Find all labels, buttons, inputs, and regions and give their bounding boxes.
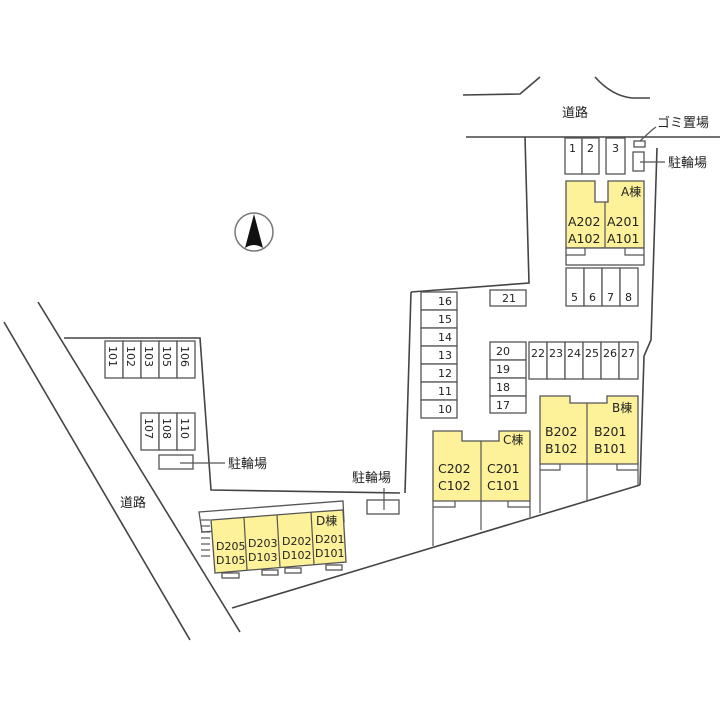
garbage-area: ゴミ置場 — [633, 115, 709, 148]
svg-text:101: 101 — [106, 346, 119, 367]
svg-text:B101: B101 — [594, 441, 626, 456]
svg-text:D101: D101 — [315, 547, 344, 560]
parking-column-left: 16 15 14 13 12 11 10 — [420, 291, 458, 419]
svg-text:D205: D205 — [216, 540, 245, 553]
svg-text:19: 19 — [496, 363, 510, 376]
building-a-tag: A棟 — [621, 184, 641, 199]
svg-text:2: 2 — [587, 142, 594, 155]
svg-text:A101: A101 — [607, 231, 639, 246]
svg-text:C101: C101 — [487, 478, 520, 493]
svg-text:D103: D103 — [248, 551, 277, 564]
svg-text:D201: D201 — [315, 533, 344, 546]
svg-text:C102: C102 — [438, 478, 471, 493]
svg-text:D105: D105 — [216, 554, 245, 567]
parking-a-south: 5 6 7 8 — [565, 267, 639, 307]
parking-row-right: 22 23 24 25 26 27 — [528, 341, 639, 380]
bicycle-label-center: 駐輪場 — [352, 470, 391, 486]
svg-text:D202: D202 — [282, 535, 311, 548]
building-d-tag: D棟 — [316, 513, 337, 528]
bicycle-parking-west: 駐輪場 — [158, 454, 267, 472]
road-label-north: 道路 — [562, 105, 588, 121]
road-label-southwest: 道路 — [120, 495, 146, 511]
north-arrow-icon — [234, 212, 274, 252]
svg-text:22: 22 — [531, 347, 545, 360]
bicycle-parking-center: 駐輪場 — [352, 470, 400, 515]
garbage-label: ゴミ置場 — [657, 115, 709, 131]
parking-west-row: 101 102 103 105 106 — [104, 340, 196, 379]
building-b-tag: B棟 — [612, 400, 632, 415]
svg-text:6: 6 — [589, 291, 596, 304]
bicycle-label-west: 駐輪場 — [228, 456, 267, 472]
svg-text:15: 15 — [438, 313, 452, 326]
svg-text:110: 110 — [178, 418, 191, 439]
svg-text:105: 105 — [160, 346, 173, 367]
svg-text:B102: B102 — [545, 441, 577, 456]
bicycle-parking-ne: 駐輪場 — [632, 151, 707, 172]
svg-text:B201: B201 — [594, 424, 626, 439]
svg-text:A102: A102 — [568, 231, 600, 246]
svg-text:3: 3 — [612, 142, 619, 155]
svg-text:B202: B202 — [545, 424, 577, 439]
svg-text:25: 25 — [585, 347, 599, 360]
svg-text:D102: D102 — [282, 549, 311, 562]
svg-text:12: 12 — [438, 367, 452, 380]
svg-text:5: 5 — [571, 291, 578, 304]
svg-text:108: 108 — [160, 418, 173, 439]
svg-text:16: 16 — [438, 295, 452, 308]
svg-text:23: 23 — [549, 347, 563, 360]
building-a: A棟 A202 A102 A201 A101 — [565, 180, 645, 266]
svg-text:102: 102 — [124, 346, 137, 367]
svg-text:107: 107 — [142, 418, 155, 439]
svg-text:1: 1 — [569, 142, 576, 155]
svg-text:106: 106 — [178, 346, 191, 367]
svg-text:8: 8 — [625, 291, 632, 304]
svg-text:13: 13 — [438, 349, 452, 362]
parking-west-row2: 107 108 110 — [140, 412, 196, 451]
building-c: C棟 C202 C102 C201 C101 — [432, 430, 531, 546]
parking-space — [605, 137, 626, 175]
svg-text:14: 14 — [438, 331, 452, 344]
svg-text:C201: C201 — [487, 461, 520, 476]
parking-21: 21 — [489, 289, 527, 307]
parking-column-mid: 20 19 18 17 — [489, 341, 527, 414]
svg-text:24: 24 — [567, 347, 581, 360]
parking-space — [581, 137, 600, 175]
svg-text:27: 27 — [621, 347, 635, 360]
svg-text:D203: D203 — [248, 537, 277, 550]
site-boundary — [64, 136, 658, 609]
southwest-road: 道路 — [3, 301, 241, 641]
svg-text:A201: A201 — [607, 214, 639, 229]
svg-text:17: 17 — [496, 399, 510, 412]
svg-text:103: 103 — [142, 346, 155, 367]
svg-text:20: 20 — [496, 345, 510, 358]
svg-text:A202: A202 — [568, 214, 600, 229]
building-c-tag: C棟 — [503, 432, 523, 447]
north-road: 道路 — [462, 76, 720, 138]
svg-text:21: 21 — [502, 292, 516, 305]
svg-text:18: 18 — [496, 381, 510, 394]
svg-text:7: 7 — [607, 291, 614, 304]
building-b: B棟 B202 B102 B201 B101 — [539, 395, 639, 513]
svg-text:26: 26 — [603, 347, 617, 360]
svg-text:11: 11 — [438, 385, 452, 398]
svg-text:10: 10 — [438, 403, 452, 416]
svg-text:C202: C202 — [438, 461, 471, 476]
building-d: D棟 D205 D105 D203 D103 D202 D102 D201 D1… — [198, 500, 347, 579]
parking-top: 1 2 3 — [564, 137, 626, 175]
bicycle-label-ne: 駐輪場 — [668, 155, 707, 171]
